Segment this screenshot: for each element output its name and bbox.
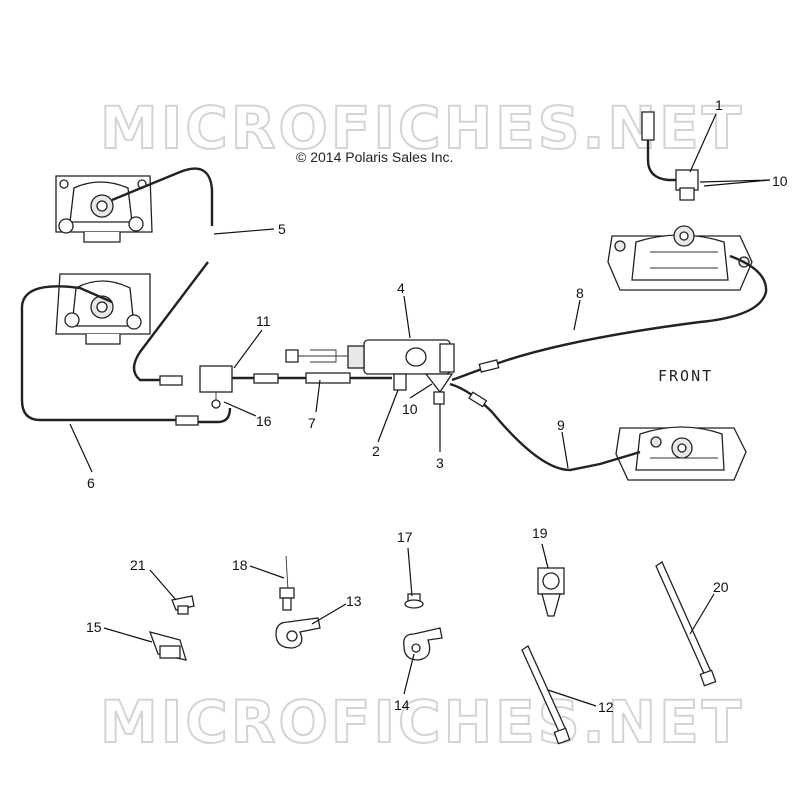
callout-8: 8 [576, 285, 584, 301]
callout-10-top: 10 [772, 173, 788, 189]
callout-17: 17 [397, 529, 413, 545]
caliper-rear-upper [55, 175, 153, 243]
caliper-rear-lower [55, 273, 151, 345]
callout-6: 6 [87, 475, 95, 491]
callout-13: 13 [346, 593, 362, 609]
callout-3: 3 [436, 455, 444, 471]
callout-14: 14 [394, 697, 410, 713]
callout-18: 18 [232, 557, 248, 573]
callout-5: 5 [278, 221, 286, 237]
copyright-text: © 2014 Polaris Sales Inc. [296, 149, 453, 165]
front-label: FRONT [658, 367, 713, 385]
master-cylinder [285, 339, 455, 405]
callout-15: 15 [86, 619, 102, 635]
callout-7: 7 [308, 415, 316, 431]
callout-11: 11 [256, 313, 271, 329]
caliper-front-upper [607, 225, 753, 291]
small-parts [148, 555, 717, 745]
callout-19: 19 [532, 525, 548, 541]
callout-16: 16 [256, 413, 272, 429]
callout-20: 20 [713, 579, 729, 595]
callout-10-mid: 10 [402, 401, 418, 417]
callout-12: 12 [598, 699, 614, 715]
watermark-top: MICROFICHES.NET [100, 94, 744, 162]
callout-2: 2 [372, 443, 380, 459]
callouts: 1 10 5 4 8 11 10 7 2 3 16 6 9 21 18 17 1… [86, 97, 788, 715]
leader-lines [69, 113, 771, 707]
callout-21: 21 [130, 557, 146, 573]
callout-9: 9 [557, 417, 565, 433]
watermark-bottom: MICROFICHES.NET [100, 688, 744, 756]
brake-line-top [641, 111, 699, 201]
callout-1: 1 [715, 97, 723, 113]
caliper-front-lower [615, 426, 747, 481]
callout-4: 4 [397, 280, 405, 296]
